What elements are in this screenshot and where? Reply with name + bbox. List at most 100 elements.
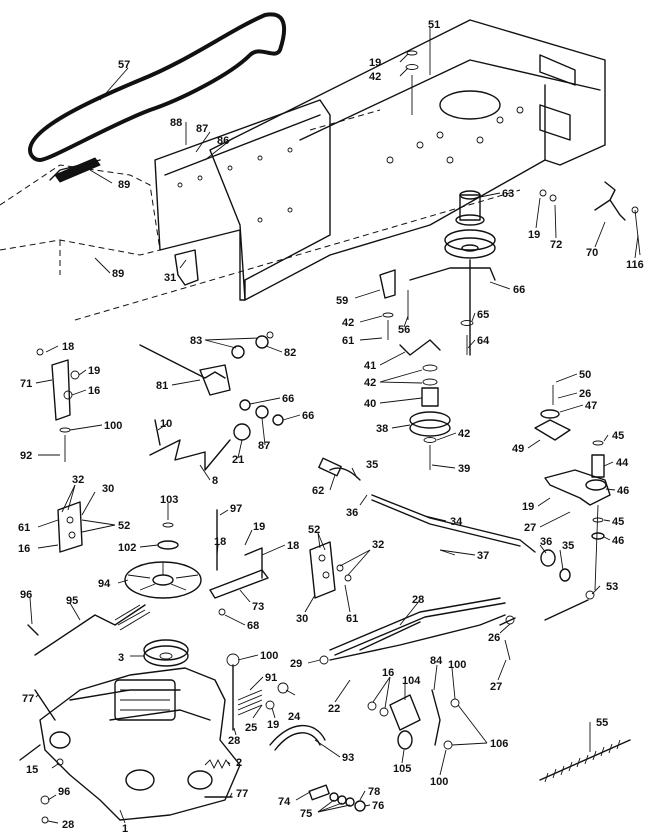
callout-44: 44: [616, 457, 629, 469]
front-panel: [0, 164, 161, 275]
hardware-36-35: [540, 549, 571, 582]
callout-50: 50: [579, 369, 591, 381]
callout-65: 65: [477, 309, 489, 321]
spring-70: [539, 181, 641, 256]
callout-38: 36: [346, 507, 358, 519]
callout-49: 49: [512, 443, 524, 455]
callout-61: 61: [346, 613, 358, 625]
callout-40: 40: [364, 398, 376, 410]
callout-105: 105: [393, 763, 411, 775]
callout-74: 74: [278, 796, 291, 808]
callout-106: 106: [490, 738, 508, 750]
callout-64: 64: [477, 335, 490, 347]
callout-35: 35: [562, 540, 574, 552]
callout-45: 45: [612, 430, 624, 442]
callout-22: 22: [328, 703, 340, 715]
callout-42: 42: [364, 377, 376, 389]
callout-91: 91: [265, 672, 277, 684]
clutch-rods: [319, 597, 506, 665]
callout-29: 29: [290, 658, 302, 670]
drive-belt: [27, 12, 287, 163]
callout-42: 42: [369, 71, 381, 83]
leader-lines: [29, 28, 639, 824]
pulley-assembly: [444, 190, 496, 356]
callout-8: 8: [212, 475, 218, 487]
callout-116: 116: [626, 259, 644, 271]
callout-96: 96: [58, 786, 70, 798]
callout-16: 16: [88, 385, 100, 397]
callout-39: 39: [458, 463, 470, 475]
callout-45: 45: [612, 516, 624, 528]
callout-2: 2: [236, 757, 242, 769]
callout-19: 19: [522, 501, 534, 513]
callout-18: 18: [214, 536, 226, 548]
callout-82: 82: [284, 347, 296, 359]
hose-93: [269, 724, 326, 751]
callout-93: 93: [342, 752, 354, 764]
callout-73: 73: [252, 601, 264, 613]
transmission-pulley: [143, 639, 189, 667]
callout-78: 78: [368, 786, 380, 798]
callout-97: 97: [230, 503, 242, 515]
callout-63: 63: [502, 188, 514, 200]
hardware-65-64: [460, 320, 474, 355]
callout-16: 16: [18, 543, 30, 555]
bracket-31: [174, 249, 199, 286]
callout-16: 16: [382, 667, 394, 679]
callout-84: 84: [430, 655, 443, 667]
callout-87: 87: [258, 440, 270, 452]
callout-52: 52: [118, 520, 130, 532]
hardware-stack-51: [405, 40, 431, 115]
callout-19: 19: [369, 57, 381, 69]
callout-66: 66: [513, 284, 525, 296]
callout-87: 87: [196, 123, 208, 135]
belt-shield: [49, 157, 101, 183]
callout-86: 86: [217, 135, 229, 147]
side-rail: [154, 99, 331, 301]
callout-89: 89: [118, 179, 130, 191]
callout-labels: 57 89 89 31 88 87 86 19 42 51 63 19 72 7…: [18, 19, 644, 835]
callout-100: 100: [448, 659, 466, 671]
clutch-bracket-left: [57, 501, 83, 553]
callout-41: 41: [364, 360, 376, 372]
callout-3: 3: [118, 652, 124, 664]
callout-72: 72: [550, 239, 562, 251]
chassis-frame: [209, 19, 606, 301]
bracket-104: [367, 689, 460, 750]
callout-56: 56: [398, 324, 410, 336]
callout-47: 47: [585, 400, 597, 412]
callout-95: 95: [66, 595, 78, 607]
callout-18: 18: [287, 540, 299, 552]
callout-28: 28: [62, 819, 74, 831]
callout-37: 37: [477, 550, 489, 562]
callout-66: 66: [282, 393, 294, 405]
callout-28: 28: [412, 594, 424, 606]
callout-46: 46: [617, 485, 629, 497]
callout-102: 102: [118, 542, 136, 554]
callout-38: 38: [376, 423, 388, 435]
callout-35: 35: [366, 459, 378, 471]
callout-34: 34: [450, 516, 463, 528]
callout-96: 96: [20, 589, 32, 601]
callout-62: 62: [312, 485, 324, 497]
callout-52: 52: [308, 524, 320, 536]
callout-66: 66: [302, 410, 314, 422]
cooling-fan: [124, 522, 202, 599]
callout-55: 55: [596, 717, 608, 729]
shaft-95: [27, 604, 151, 656]
callout-42: 42: [458, 428, 470, 440]
hardware-26-27: [499, 590, 595, 661]
callout-81: 81: [156, 380, 168, 392]
callout-83: 83: [190, 335, 202, 347]
callout-24: 24: [288, 711, 301, 723]
callout-21: 21: [232, 454, 244, 466]
callout-104: 104: [402, 675, 421, 687]
callout-76: 76: [372, 800, 384, 812]
belt-route: [74, 109, 521, 321]
lower-pulley-stack: [399, 290, 451, 470]
bracket-73: [209, 509, 269, 616]
callout-19: 19: [267, 719, 279, 731]
callout-42: 42: [342, 317, 354, 329]
callout-71: 71: [20, 378, 32, 390]
